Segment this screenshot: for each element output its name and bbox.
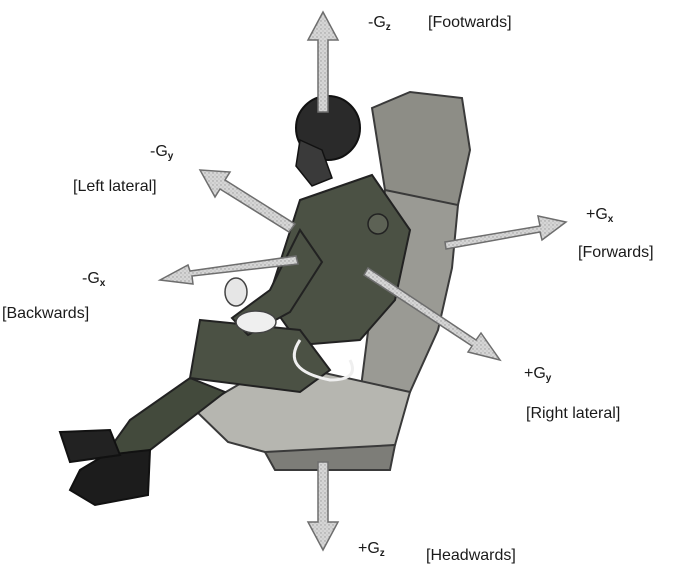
sign-text: +G bbox=[586, 206, 608, 223]
arrow-pos-gx bbox=[445, 216, 566, 249]
arrow-pos-gz bbox=[308, 462, 338, 550]
pilot-glove-left bbox=[225, 278, 247, 306]
label-neg-gz-direction: [Footwards] bbox=[428, 14, 512, 32]
label-pos-gz-direction: [Headwards] bbox=[426, 547, 516, 565]
shoulder-patch bbox=[368, 214, 388, 234]
subscript-text: z bbox=[380, 548, 385, 559]
label-pos-gy-symbol: +Gy bbox=[524, 365, 551, 388]
label-pos-gx-direction: [Forwards] bbox=[578, 244, 654, 262]
label-pos-gx-symbol: +Gx bbox=[586, 206, 613, 229]
subscript-text: z bbox=[386, 22, 391, 33]
label-neg-gz-symbol: -Gz bbox=[368, 14, 391, 37]
subscript-text: x bbox=[608, 214, 614, 225]
label-pos-gz-symbol: +Gz bbox=[358, 540, 385, 563]
subscript-text: x bbox=[100, 278, 106, 289]
label-neg-gy-symbol: -Gy bbox=[150, 143, 173, 166]
label-neg-gx-direction: [Backwards] bbox=[2, 305, 89, 323]
arrow-neg-gy bbox=[200, 170, 295, 232]
sign-text: -G bbox=[368, 14, 386, 31]
subscript-text: y bbox=[168, 151, 174, 162]
sign-text: -G bbox=[150, 143, 168, 160]
sign-text: -G bbox=[82, 270, 100, 287]
sign-text: +G bbox=[358, 540, 380, 557]
pilot-glove bbox=[236, 311, 276, 333]
subscript-text: y bbox=[546, 373, 552, 384]
label-pos-gy-direction: [Right lateral] bbox=[526, 405, 620, 423]
pilot-boot-rear bbox=[60, 430, 120, 462]
label-neg-gy-direction: [Left lateral] bbox=[73, 178, 157, 196]
sign-text: +G bbox=[524, 365, 546, 382]
label-neg-gx-symbol: -Gx bbox=[82, 270, 105, 293]
